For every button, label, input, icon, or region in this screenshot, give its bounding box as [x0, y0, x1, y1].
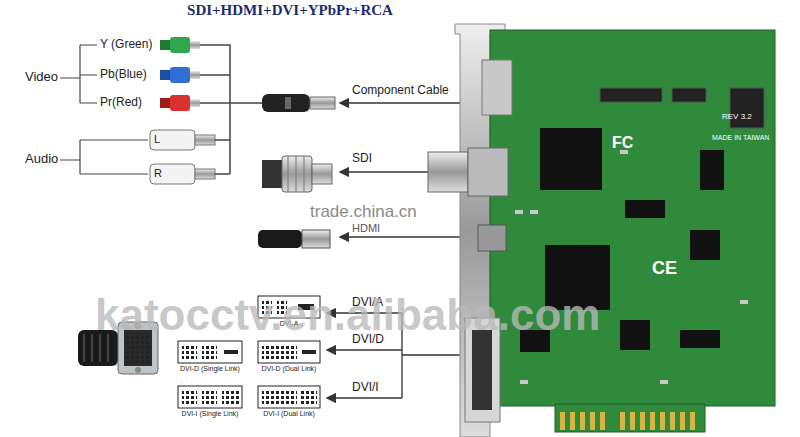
- board-marking: MADE IN TAIWAN: [712, 134, 769, 142]
- board-marking: FC: [612, 134, 633, 152]
- board-marking: CE: [652, 258, 677, 279]
- connector-label: DVI/I: [352, 381, 379, 395]
- icon-caption: DVI-D (Dual Link): [262, 365, 317, 373]
- icon-caption: DVI-D (Single Link): [180, 365, 240, 373]
- signal-label: Pr(Red): [100, 96, 142, 110]
- icon-caption: DVI-I (Single Link): [182, 410, 239, 418]
- watermark: katocctv.en.alibaba.com: [95, 290, 600, 341]
- watermark: trade.china.cn: [310, 202, 417, 222]
- connector-label: SDI: [352, 152, 372, 166]
- connector-label: Component Cable: [352, 84, 449, 98]
- connector-label: HDMI: [352, 222, 380, 235]
- group-label: Video: [25, 70, 58, 85]
- group-label: Audio: [25, 152, 58, 167]
- channel-label: L: [154, 133, 160, 146]
- signal-label: Y (Green): [100, 38, 152, 52]
- board-marking: REV 3.2: [722, 112, 752, 121]
- diagram-title: SDI+HDMI+DVI+YPbPr+RCA: [187, 2, 393, 19]
- icon-caption: DVI-I (Dual Link): [263, 410, 315, 418]
- signal-label: Pb(Blue): [100, 68, 147, 82]
- channel-label: R: [154, 167, 162, 180]
